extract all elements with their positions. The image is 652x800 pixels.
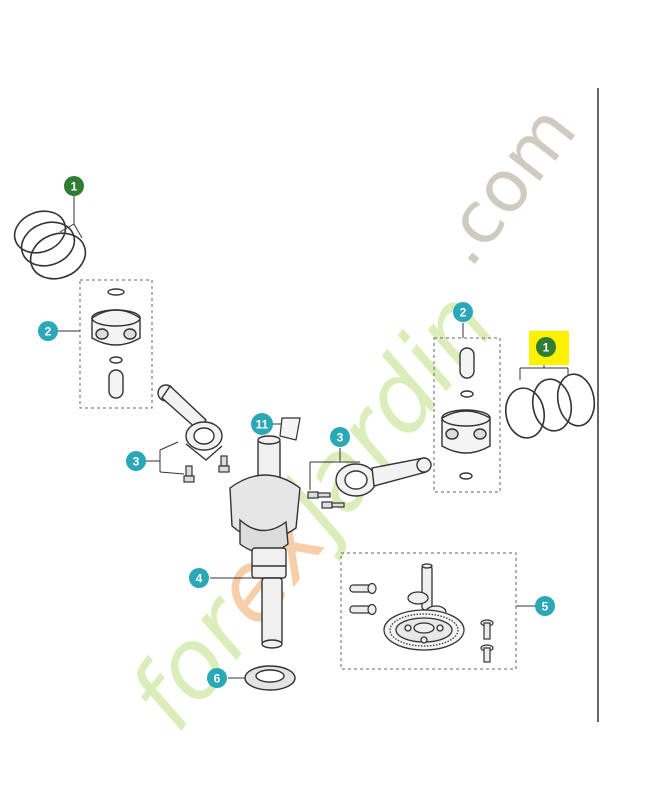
- leader-line: [159, 471, 185, 475]
- callout-badge-3-left: 3: [126, 451, 146, 471]
- callout-label: 2: [45, 325, 52, 339]
- rod-bolt-right-2: [321, 501, 345, 509]
- callout-label: 1: [543, 341, 550, 355]
- watermark-upper: .com: [417, 90, 592, 281]
- rod-bolt-left-2: [218, 455, 230, 473]
- piston-rings-left: [13, 210, 87, 280]
- camshaft-bolts: [480, 619, 494, 663]
- callout-badge-2-right: 2: [453, 302, 473, 322]
- piston-group-left-box: [79, 279, 153, 409]
- connecting-rod-left: [157, 384, 223, 461]
- callout-label: 3: [133, 455, 140, 469]
- svg-text:forexjardin: forexjardin: [107, 270, 516, 750]
- callout-badge-11: 11: [251, 413, 273, 435]
- callout-badge-4: 4: [189, 568, 209, 588]
- rod-bolt-right-1: [307, 491, 331, 499]
- leader-line: [59, 223, 75, 233]
- callout-badge-6: 6: [207, 668, 227, 688]
- callout-label: 1: [71, 180, 78, 194]
- piston-group-right-box: [433, 337, 501, 493]
- oil-seal: [244, 665, 296, 691]
- rod-bolt-left-1: [183, 465, 195, 483]
- callout-label: 2: [460, 306, 467, 320]
- leader-line: [73, 223, 83, 239]
- connecting-rod-right: [335, 457, 432, 497]
- callout-badge-1-top: 1: [64, 176, 84, 196]
- callout-badge-2-left: 2: [38, 321, 58, 341]
- camshaft-pins: [349, 582, 377, 616]
- callout-label: 3: [337, 431, 344, 445]
- callout-badge-1-right: 1: [536, 337, 556, 357]
- callout-label: 5: [542, 600, 549, 614]
- camshaft: [383, 563, 465, 651]
- callout-label: 6: [214, 672, 221, 686]
- piston-left: [91, 288, 141, 399]
- callout-badge-5: 5: [535, 596, 555, 616]
- callout-badge-3-right: 3: [330, 427, 350, 447]
- callout-label: 4: [196, 572, 203, 586]
- camshaft-group-box: [340, 552, 517, 670]
- woodruff-key: [279, 417, 301, 441]
- piston-rings-right: [504, 373, 596, 439]
- crankshaft: [229, 435, 301, 649]
- leader-line: [159, 441, 179, 451]
- piston-right: [441, 347, 491, 480]
- watermark: .com forexjardin: [107, 90, 592, 751]
- callout-label: 11: [256, 418, 269, 432]
